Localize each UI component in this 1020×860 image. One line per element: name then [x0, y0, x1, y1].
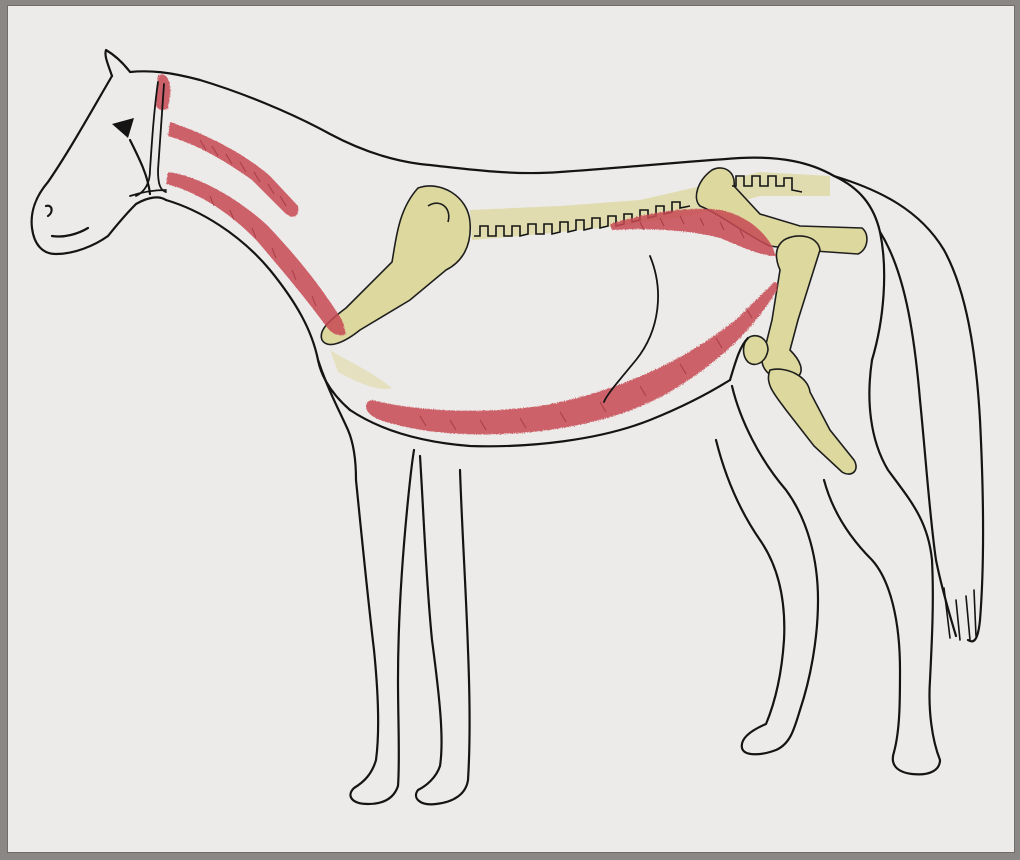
bones — [321, 168, 867, 474]
far-hindleg — [716, 386, 818, 754]
femur-bone — [762, 236, 820, 380]
face-outline — [32, 76, 166, 254]
nostril — [46, 206, 52, 216]
mouth-line — [52, 228, 88, 237]
sternum-bone — [330, 350, 392, 389]
muscles — [156, 74, 778, 434]
tibia-bone — [768, 369, 856, 474]
abdominal-muscle — [366, 282, 778, 434]
near-foreleg — [350, 450, 414, 804]
eye-icon — [112, 118, 134, 138]
far-foreleg — [416, 456, 469, 804]
